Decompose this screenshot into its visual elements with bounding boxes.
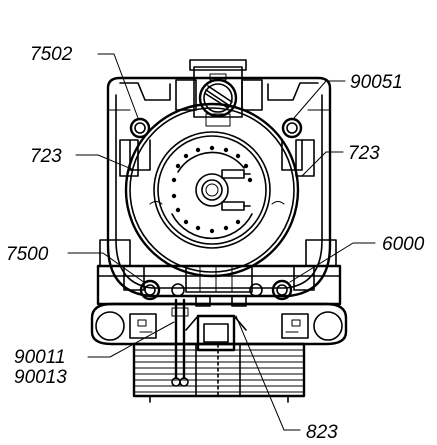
label-6000: 6000	[382, 234, 425, 255]
pilot-grille	[132, 342, 306, 403]
leader-lines	[67, 53, 376, 431]
body-frame	[106, 76, 332, 298]
pilot	[90, 302, 348, 346]
label-90011: 90011	[14, 347, 65, 368]
marker-lamp-left	[129, 117, 151, 171]
smokebox-latches	[149, 169, 285, 211]
smokebox	[124, 102, 300, 278]
smokebox-rivets	[171, 145, 253, 234]
label-90051: 90051	[350, 72, 403, 93]
lower-lamps	[139, 279, 293, 301]
labels: 7502 90051 723 723 7500 6000 90011 90013…	[6, 44, 425, 443]
label-7502: 7502	[30, 44, 73, 65]
marker-lamp-right	[281, 117, 303, 171]
label-90013: 90013	[14, 367, 67, 388]
label-823: 823	[306, 422, 338, 443]
label-723-right: 723	[348, 143, 380, 164]
label-723-left: 723	[30, 146, 62, 167]
headlight	[198, 78, 238, 118]
label-7500: 7500	[6, 244, 49, 265]
